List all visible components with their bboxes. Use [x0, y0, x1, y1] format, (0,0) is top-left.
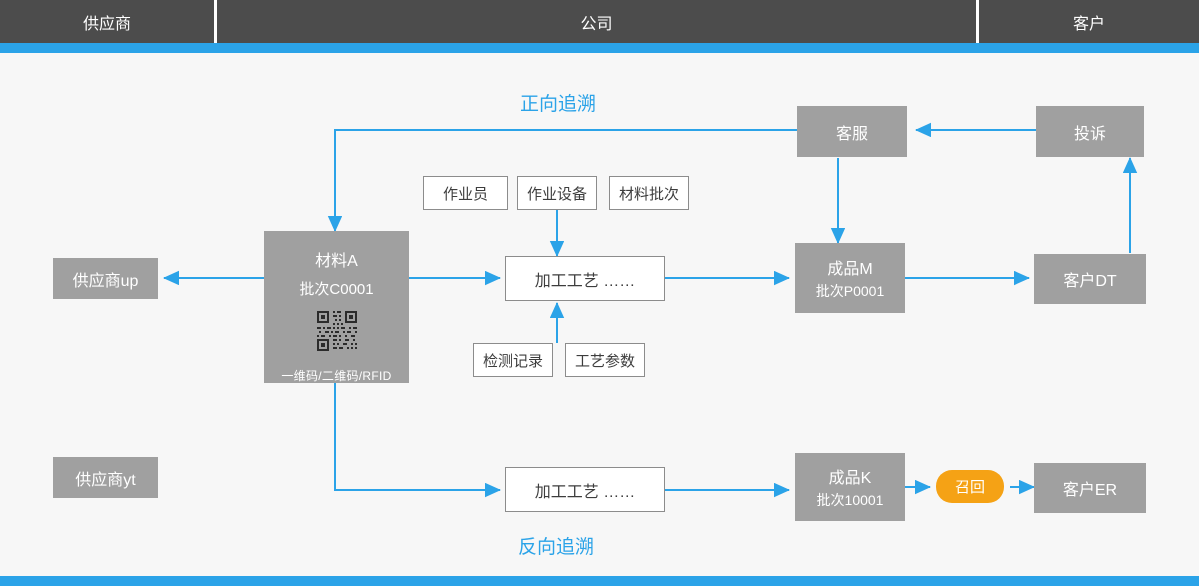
node-customer-dt[interactable]: 客户DT [1034, 254, 1146, 304]
header-column-customer-label: 客户 [1072, 15, 1105, 33]
node-equipment[interactable]: 作业设备 [517, 176, 597, 210]
node-material-a-title: 材料A [315, 253, 358, 270]
node-material-batch-label: 材料批次 [618, 185, 679, 203]
node-recall[interactable]: 召回 [936, 470, 1004, 503]
node-material-a[interactable]: 材料A 批次C0001 [264, 231, 409, 383]
node-supplier-yt-label: 供应商yt [75, 471, 136, 489]
node-process-top[interactable]: 加工工艺 …… [505, 256, 665, 301]
node-customer-er[interactable]: 客户ER [1034, 463, 1146, 513]
node-process-params-label: 工艺参数 [574, 352, 635, 370]
node-inspection-record-label: 检测记录 [482, 352, 543, 370]
node-process-params[interactable]: 工艺参数 [565, 343, 645, 377]
node-customer-service[interactable]: 客服 [797, 106, 907, 157]
node-material-a-code-types: 一维码/二维码/RFID [281, 369, 392, 383]
top-accent-bar [0, 43, 1199, 53]
node-inspection-record[interactable]: 检测记录 [473, 343, 553, 377]
node-complaint-label: 投诉 [1073, 125, 1106, 143]
node-process-bottom-label: 加工工艺 …… [534, 483, 636, 501]
node-material-a-batch: 批次C0001 [299, 281, 374, 298]
header-column-supplier: 供应商 [0, 0, 217, 52]
node-complaint[interactable]: 投诉 [1036, 106, 1144, 157]
node-customer-dt-label: 客户DT [1063, 273, 1117, 290]
forward-trace-title: 正向追溯 [520, 94, 597, 115]
node-customer-er-label: 客户ER [1062, 482, 1118, 499]
header-column-customer: 客户 [979, 0, 1199, 52]
node-supplier-up-label: 供应商up [72, 272, 139, 290]
node-product-m-title: 成品M [827, 261, 873, 278]
header-column-company-label: 公司 [580, 15, 613, 33]
node-product-m-batch: 批次P0001 [815, 283, 885, 299]
node-product-k-batch: 批次10001 [816, 492, 884, 508]
header-column-supplier-label: 供应商 [82, 15, 131, 33]
node-supplier-up[interactable]: 供应商up [53, 258, 158, 299]
reverse-trace-title: 反向追溯 [518, 537, 595, 558]
bottom-accent-bar [0, 576, 1199, 586]
node-customer-service-label: 客服 [835, 125, 868, 143]
node-process-top-label: 加工工艺 …… [534, 272, 636, 290]
node-product-k[interactable]: 成品K 批次10001 [795, 453, 905, 521]
node-operator-label: 作业员 [442, 185, 488, 203]
node-product-m[interactable]: 成品M 批次P0001 [795, 243, 905, 313]
connector-layer [163, 122, 1138, 498]
node-supplier-yt[interactable]: 供应商yt [53, 457, 158, 498]
node-material-batch[interactable]: 材料批次 [609, 176, 689, 210]
header-column-company: 公司 [217, 0, 979, 52]
node-equipment-label: 作业设备 [526, 185, 587, 203]
qr-code-icon [314, 309, 359, 353]
node-recall-label: 召回 [954, 479, 985, 496]
node-operator[interactable]: 作业员 [423, 176, 508, 210]
header-band: 供应商 公司 客户 [0, 0, 1199, 52]
node-product-k-title: 成品K [828, 470, 872, 487]
diagram-canvas: 正向追溯 反向追溯 供应商up 供应商yt 材料A 批次C0001 [0, 53, 1199, 576]
node-process-bottom[interactable]: 加工工艺 …… [505, 467, 665, 512]
